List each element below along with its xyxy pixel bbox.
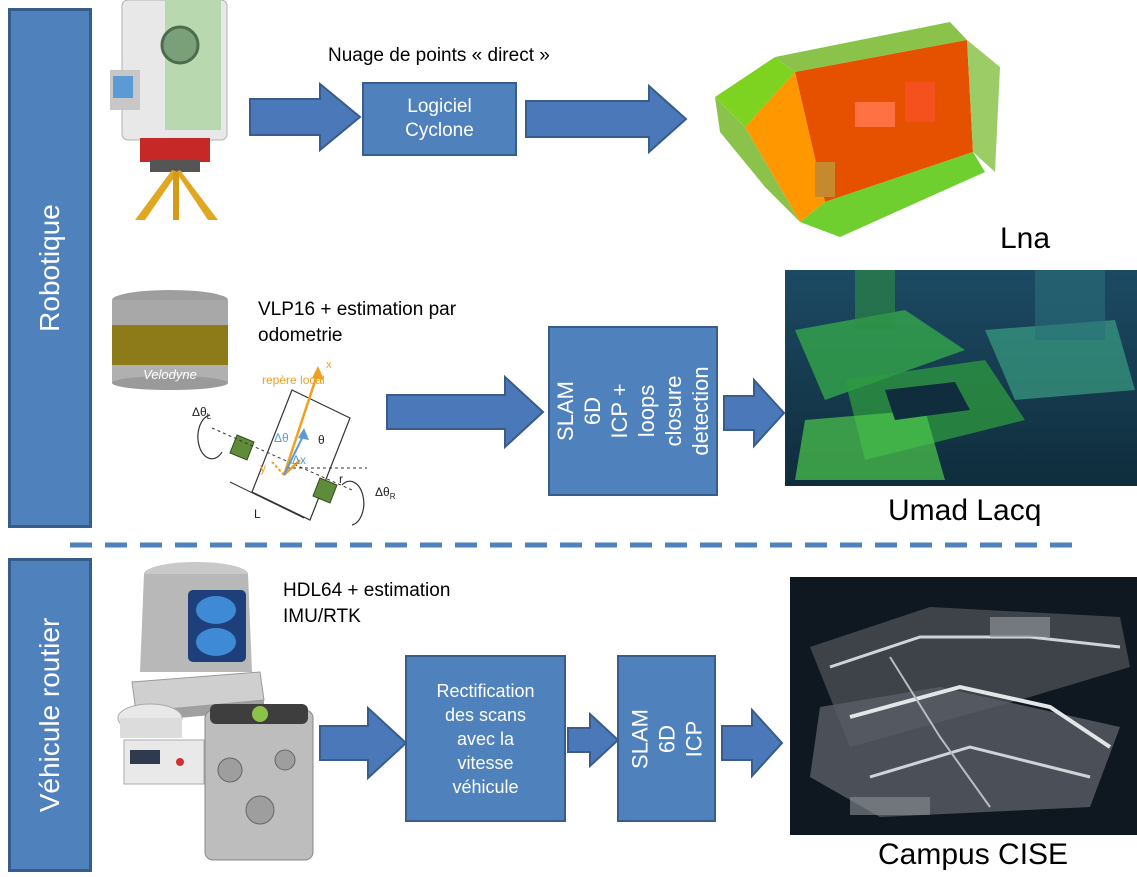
- diagram-x-label: x: [326, 359, 332, 371]
- row1-arrow-1: [249, 81, 362, 153]
- velodyne-hdl64-image: [131, 562, 265, 722]
- row3-arrow-2: [567, 711, 620, 769]
- diagram-y-label: y: [260, 461, 266, 475]
- umad-lacq-point-cloud-image: [785, 270, 1137, 486]
- campus-cise-point-cloud-image: [790, 577, 1137, 835]
- diagram-repere-local: repère local: [262, 373, 325, 387]
- diagram-dthetaR-label: ΔθR: [375, 485, 396, 501]
- row1-label: Nuage de points « direct »: [328, 45, 550, 66]
- caption-umad-lacq: Umad Lacq: [888, 494, 1042, 527]
- box-logiciel-cyclone: Logiciel Cyclone: [362, 82, 517, 156]
- caption-campus-cise: Campus CISE: [878, 838, 1069, 871]
- diagram-L-label: L: [254, 507, 261, 521]
- diagram-dthetaR-sub: R: [390, 492, 396, 501]
- section-vehicule-routier: Véhicule routier: [8, 558, 92, 872]
- diagram-dtheta-label: Δθ: [274, 431, 289, 445]
- box-rectification-text: Rectification des scans avec la vitesse …: [436, 680, 535, 797]
- terrestrial-scanner-image: [110, 0, 228, 220]
- box-logiciel-cyclone-text: Logiciel Cyclone: [405, 96, 474, 141]
- box-slam-6d-loops: SLAM 6D ICP + loops closure detection: [548, 326, 718, 496]
- diagram-dx-label: Δx: [292, 453, 306, 467]
- velodyne-brand-text: Velodyne: [143, 367, 197, 382]
- caption-lna: Lna: [1000, 222, 1051, 255]
- box-slam-6d-loops-text: SLAM 6D ICP + loops closure detection: [553, 366, 713, 456]
- row2-arrow-2: [723, 377, 786, 449]
- row3-label: HDL64 + estimation IMU/RTK: [283, 580, 451, 627]
- diagram-dthetaL-symbol: Δθ: [192, 405, 207, 419]
- section-robotique: Robotique: [8, 8, 92, 528]
- row2-arrow-1: [386, 374, 545, 450]
- row3-arrow-3: [721, 707, 784, 779]
- diagram-dthetaL-sub: L: [207, 412, 212, 421]
- lna-point-cloud-image: [715, 22, 1000, 237]
- velodyne-vlp16-image: Velodyne: [112, 290, 228, 390]
- row3-arrow-1: [319, 705, 408, 781]
- imu-rtk-equipment-image: [117, 703, 314, 861]
- diagram-dthetaR-symbol: Δθ: [375, 485, 390, 499]
- row2-label: VLP16 + estimation par odometrie: [258, 299, 457, 346]
- box-slam-6d-icp-text: SLAM 6D ICP: [627, 708, 706, 769]
- row1-arrow-2: [525, 83, 688, 155]
- box-rectification: Rectification des scans avec la vitesse …: [405, 655, 566, 822]
- diagram-theta-label: θ: [318, 433, 325, 447]
- odometry-kinematics-diagram: repère local x y θ Δθ Δx ΔθL ΔθR r L: [192, 359, 396, 526]
- box-slam-6d-icp: SLAM 6D ICP: [617, 655, 716, 822]
- diagram-r-label: r: [339, 472, 343, 486]
- diagram-dthetaL-label: ΔθL: [192, 405, 212, 421]
